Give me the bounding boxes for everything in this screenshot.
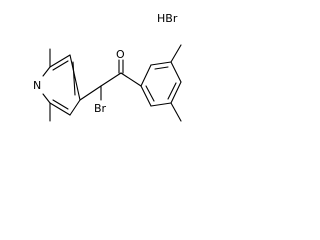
benzene-double-bond [145,85,155,102]
benzene-bond [140,64,152,87]
benzene-bond [150,61,172,66]
pyridine-bond [69,99,81,116]
chain-bond [100,72,122,87]
nitrogen-atom-label: N [33,79,41,92]
chemical-structure: HBr N O Br [33,12,182,122]
salt-label: HBr [157,12,178,25]
pyridine-bond [42,93,51,104]
pyridine-bond [49,102,71,116]
methyl-bond-upper-right [170,44,182,63]
pyridine-bond [42,66,51,77]
benzene-bond [170,61,182,83]
benzene-double-bond [167,82,177,100]
chain-bond [79,85,102,101]
pyridine-double-bond [52,60,69,71]
bromine-atom-label: Br [94,102,107,115]
benzene-double-bond [154,66,169,70]
benzene-bond [170,81,182,104]
oxygen-atom-label: O [116,48,125,61]
benzene-ring [140,61,182,107]
benzene-bond [140,85,152,107]
pyridine-bond [49,54,71,68]
chain-bond [120,72,142,87]
pyridine-ring [42,54,81,116]
benzene-bond [150,102,172,107]
methyl-bond-lower-right [170,102,182,122]
pyridine-double-bond [72,61,76,96]
pyridine-bond [69,54,81,101]
pyridine-double-bond [52,99,69,110]
